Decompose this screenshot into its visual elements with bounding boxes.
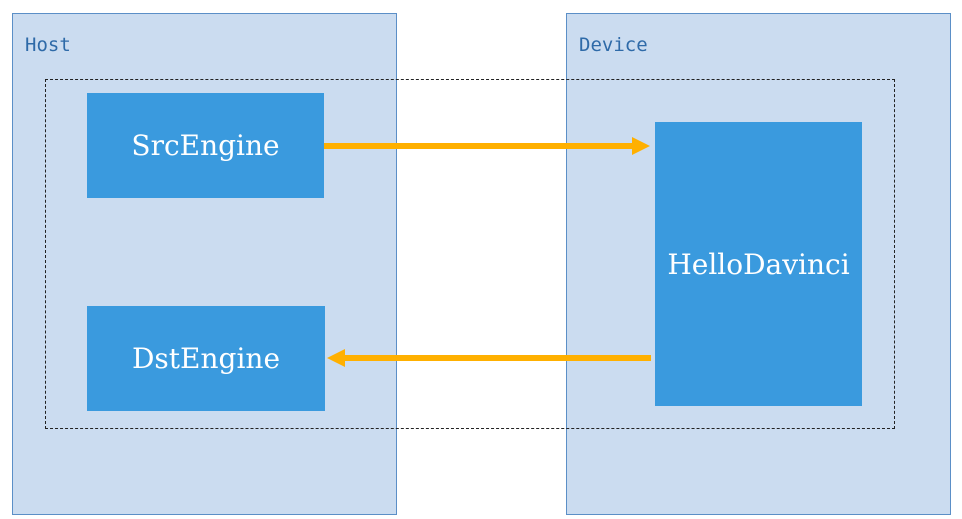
hello-davinci-node[interactable]: HelloDavinci [655,122,862,406]
device-panel: Device [566,13,951,515]
dst-engine-label: DstEngine [131,342,281,375]
dashed-boundary [45,79,895,429]
src-engine-label: SrcEngine [131,129,280,162]
host-panel-label: Host [25,34,71,56]
dst-engine-node[interactable]: DstEngine [87,306,325,411]
src-engine-node[interactable]: SrcEngine [87,93,324,198]
device-panel-label: Device [579,34,648,56]
hello-davinci-label: HelloDavinci [667,247,850,281]
